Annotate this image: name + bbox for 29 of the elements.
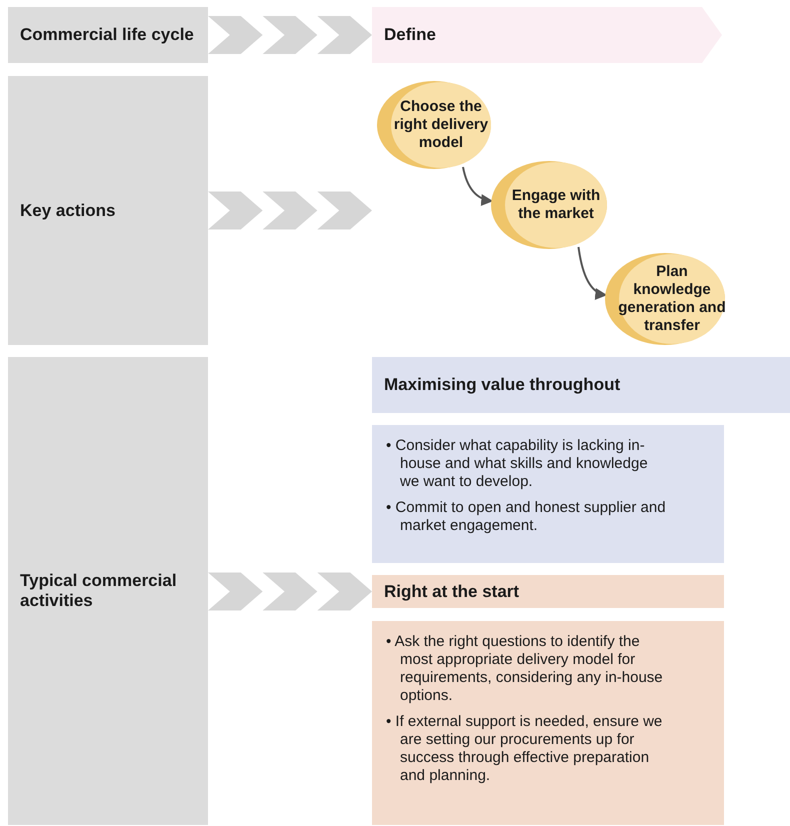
- label-text: Commercial life cycle: [20, 25, 194, 45]
- label-text: Choose the right delivery model: [392, 98, 490, 152]
- row-label: [8, 76, 208, 345]
- label-text: Define: [384, 25, 436, 45]
- chevron-arrow: [208, 16, 372, 54]
- arrow: [578, 246, 608, 299]
- chevron-arrow: [208, 192, 372, 230]
- section-header: [372, 357, 790, 413]
- section-header: [372, 575, 724, 608]
- row-label: [8, 357, 208, 825]
- row-label: [8, 7, 208, 63]
- bullet-item: • Commit to open and honest supplier and market engagement.: [386, 499, 667, 535]
- bullet-list-panel: [372, 425, 724, 563]
- bullet-list-panel: [372, 621, 724, 825]
- stage-banner: [372, 7, 722, 63]
- label-text: Engage with the market: [510, 187, 602, 223]
- label-text: Typical commercial activities: [20, 571, 178, 611]
- bullet-item: • If external support is needed, ensure we are setting our procurements up for success through effective preparation and planning.: [386, 713, 664, 785]
- label-text: Plan knowledge generation and transfer: [617, 263, 726, 335]
- label-text: Maximising value throughout: [384, 375, 620, 395]
- action-circle: [490, 160, 608, 250]
- chevron-arrow: [208, 572, 372, 610]
- arrow: [462, 166, 494, 206]
- action-circle: [376, 80, 492, 170]
- action-circle: [604, 252, 726, 346]
- label-text: Key actions: [20, 200, 116, 220]
- bullet-item: • Ask the right questions to identify the most appropriate delivery model for requirements, considering any in-house options.: [386, 633, 664, 705]
- label-text: Right at the start: [384, 582, 520, 602]
- bullet-item: • Consider what capability is lacking in-house and what skills and knowledge we want to develop.: [386, 437, 649, 491]
